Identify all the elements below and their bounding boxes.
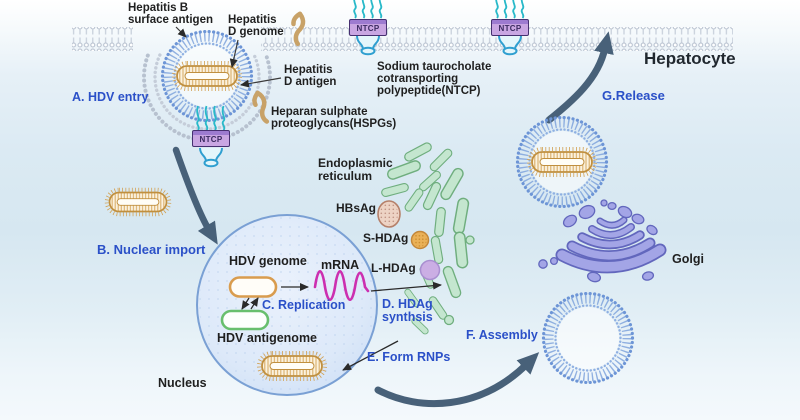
- ntcp-transporter-pit: NTCP: [192, 130, 230, 147]
- ntcp-transporter-2: NTCP: [491, 19, 529, 36]
- assembly-arrow: [374, 352, 540, 407]
- antigen-particles: [377, 200, 441, 281]
- step-g-release: G.Release: [602, 88, 665, 103]
- label-pointers: [175, 26, 282, 88]
- mrna-wave: [313, 269, 370, 302]
- label-nucleus: Nucleus: [158, 376, 207, 390]
- step-a-hdv-entry: A. HDV entry: [72, 90, 149, 104]
- nuclear-rnp-particle: [257, 351, 327, 381]
- l-hdag-particle: [419, 259, 441, 281]
- label-hbsag: HBsAg: [336, 201, 377, 215]
- step-e-form-rnps: E. Form RNPs: [367, 350, 451, 364]
- nuclear-import-arrow: [172, 146, 218, 245]
- label-hdv-genome: HDV genome: [229, 254, 307, 268]
- label-l-hdag: L-HDAg: [371, 261, 416, 275]
- step-f-assembly: F. Assembly: [466, 328, 538, 342]
- label-golgi: Golgi: [672, 252, 704, 266]
- flow-arrows: [172, 31, 614, 407]
- hdv-genome-pill: [228, 276, 278, 298]
- label-hepatocyte: Hepatocyte: [644, 49, 736, 68]
- label-hdv-antigenome: HDV antigenome: [217, 331, 318, 345]
- label-mrna: mRNA: [321, 258, 360, 272]
- released-virion: [518, 118, 607, 207]
- endoplasmic-reticulum-shape: [380, 140, 475, 336]
- ntcp-transporter-1: NTCP: [349, 19, 387, 36]
- replication-cycle: [220, 269, 442, 371]
- nucleus-shape: [196, 214, 378, 396]
- hdv-antigenome-pill: [220, 309, 270, 331]
- assembly-vesicle: [544, 294, 633, 383]
- free-rnp-particle: [104, 187, 172, 217]
- golgi-shape: [538, 199, 667, 283]
- step-c-replication: C. Replication: [262, 298, 346, 312]
- release-arrow: [545, 31, 614, 124]
- step-b-nuclear-import: B. Nuclear import: [97, 242, 206, 257]
- label-s-hdag: S-HDAg: [363, 231, 409, 245]
